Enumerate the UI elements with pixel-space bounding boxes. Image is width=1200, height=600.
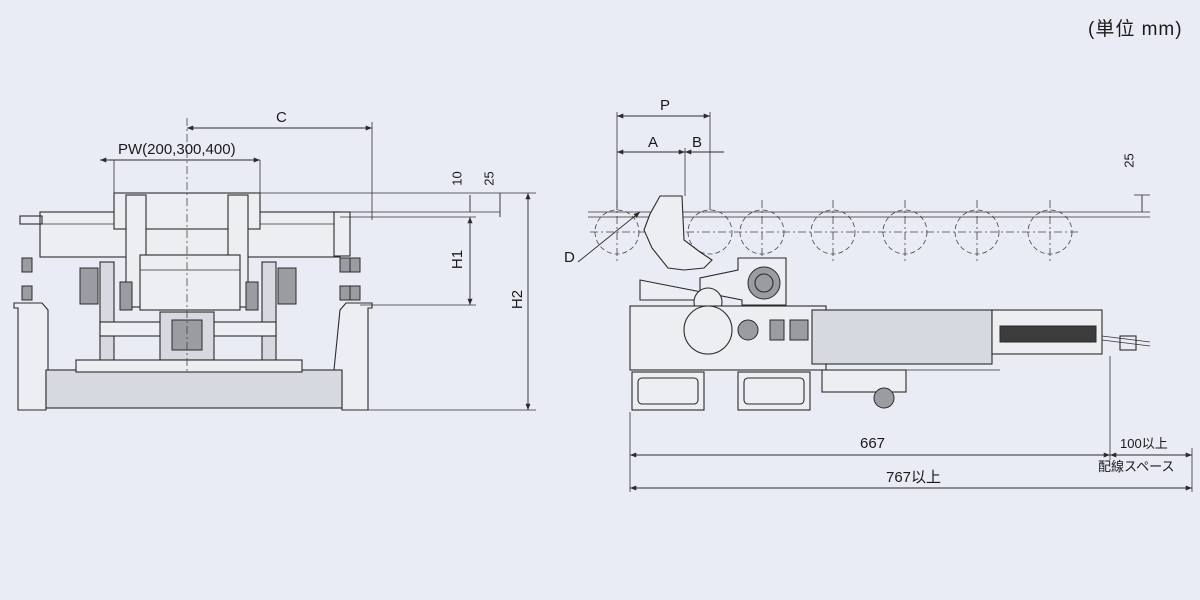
- dim-h2-label: H2: [509, 289, 527, 310]
- side-bracket: [821, 369, 907, 393]
- front-bolt-right: [245, 281, 259, 311]
- dim-c-label: C: [276, 109, 287, 126]
- side-lower-cam: [683, 305, 733, 355]
- dim-a-label: A: [648, 134, 659, 151]
- unit-note: (単位 mm): [1088, 19, 1183, 40]
- front-nut-right: [277, 267, 297, 305]
- side-pivot-top: [747, 266, 781, 300]
- dim-h1-label: H1: [449, 249, 467, 270]
- dim-d-label: D: [564, 249, 575, 266]
- dim-25-label: 25: [481, 171, 497, 186]
- dim-p-label: P: [660, 97, 671, 114]
- front-nut-left: [79, 267, 99, 305]
- front-right-bracket: [333, 211, 351, 257]
- dim-b-label: B: [692, 134, 703, 151]
- dim-767-label: 767以上: [886, 469, 942, 486]
- front-base-plate: [45, 369, 343, 409]
- side-view: [577, 112, 1193, 492]
- front-cross-block: [139, 254, 241, 311]
- side-body: [639, 257, 787, 306]
- wiring-space-label: 配線スペース: [1098, 459, 1175, 474]
- front-bolt-left: [119, 281, 133, 311]
- dim-667-label: 667: [860, 435, 886, 452]
- front-view: [13, 118, 536, 411]
- side-stopper-claw: [643, 195, 713, 271]
- side-dim-25-label: 25: [1121, 153, 1137, 168]
- dim-100-label: 100以上: [1120, 436, 1168, 451]
- front-base-bar: [75, 359, 303, 373]
- front-roller-left-bearing: [19, 215, 43, 225]
- front-side-plate-left: [99, 261, 115, 368]
- dim-pw-label: PW(200,300,400): [118, 141, 236, 158]
- dim-10-label: 10: [449, 171, 465, 186]
- front-side-plate-right: [261, 261, 277, 368]
- side-cylinder-body: [811, 309, 993, 365]
